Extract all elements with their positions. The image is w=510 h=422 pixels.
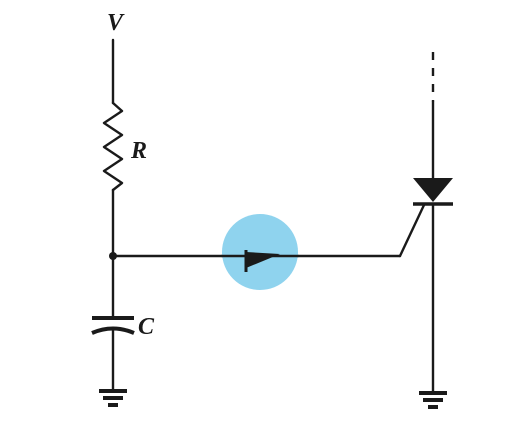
- capacitor-icon: [91, 316, 135, 335]
- supply-label: V: [107, 10, 125, 36]
- resistor-icon: [102, 101, 124, 192]
- ground-icon: [419, 391, 447, 409]
- trigger-highlight: [222, 214, 298, 290]
- diac-icon: [220, 214, 300, 290]
- gate-lead-wire: [398, 203, 426, 258]
- resistor-label: R: [130, 138, 147, 164]
- scr-icon: [413, 178, 453, 206]
- capacitor-label: C: [138, 314, 155, 340]
- ground-icon: [99, 389, 127, 407]
